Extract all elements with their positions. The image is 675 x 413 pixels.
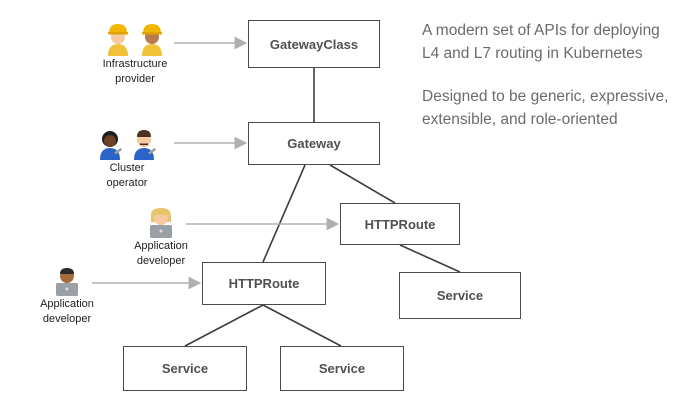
persona-label-line1: Application [134,240,188,252]
persona-label-line1: Cluster [109,162,145,174]
gatewayclass-node: GatewayClass [248,20,380,68]
persona-application-developer-left: Application developer [12,264,122,326]
persona-label-line1: Infrastructure [102,58,168,70]
construction-worker-icon [142,24,162,56]
persona-label-line2: developer [136,255,186,267]
httproute-left-node: HTTPRoute [202,262,326,305]
gateway-node: Gateway [248,122,380,165]
edge-httproute-left-service-b [262,304,342,347]
persona-label-line2: operator [106,177,148,189]
technologist-icon [56,268,78,296]
mechanic-icon [100,131,123,160]
mechanic-icon [134,130,157,160]
persona-label-line2: provider [115,73,155,85]
persona-infrastructure-provider: Infrastructure provider [80,20,190,86]
service-bottom-left-node: Service [123,346,247,391]
persona-application-developer-right: Application developer [106,206,216,268]
service-bottom-right-node: Service [280,346,404,391]
edge-httproute-left-service-a [184,304,264,347]
persona-label-line1: Application [40,298,94,310]
technologist-icon [150,208,172,238]
edge-gateway-httproute-right [329,164,396,204]
edge-gateway-httproute-left [262,164,306,263]
persona-cluster-operator: Cluster operator [72,124,182,190]
construction-worker-icon [108,24,128,56]
service-right-node: Service [399,272,521,319]
tagline-apis: A modern set of APIs for deploying L4 an… [422,22,660,62]
edge-httproute-right-service [399,244,461,273]
tagline-design: Designed to be generic, expressive, exte… [422,88,669,128]
persona-label-line2: developer [42,313,92,325]
httproute-right-node: HTTPRoute [340,203,460,245]
